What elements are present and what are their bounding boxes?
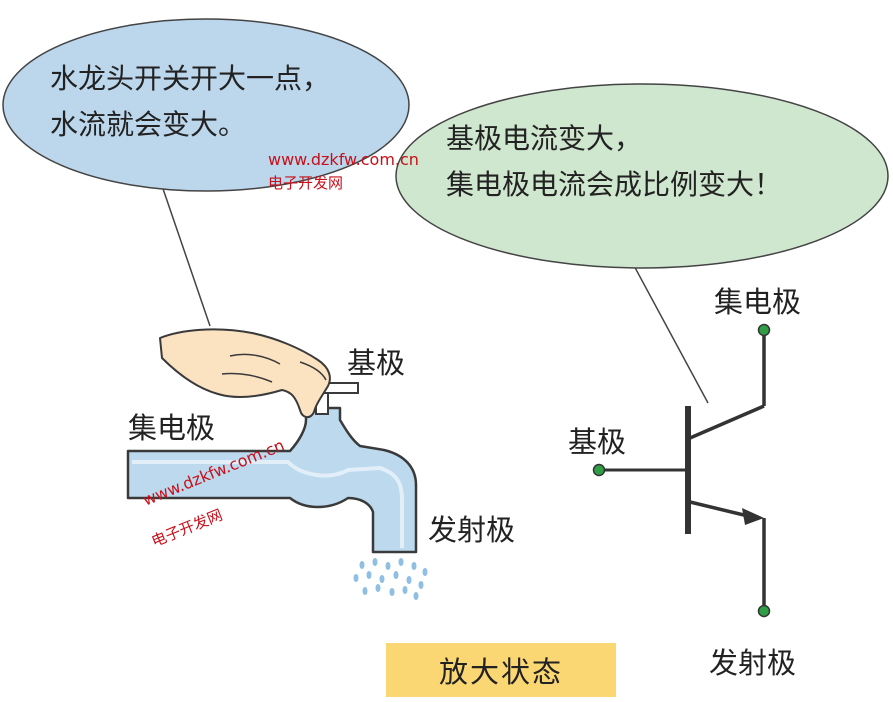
emitter-arrow-icon bbox=[742, 508, 764, 525]
left-bubble-line2: 水流就会变大。 bbox=[50, 108, 247, 141]
transistor-symbol bbox=[592, 323, 771, 618]
faucet-emitter-label: 发射极 bbox=[428, 513, 516, 547]
transistor-collector-label: 集电极 bbox=[714, 285, 802, 319]
right-bubble-line1: 基极电流变大， bbox=[446, 122, 643, 155]
transistor-emitter-label: 发射极 bbox=[709, 646, 797, 680]
status-label: 放大状态 bbox=[438, 655, 563, 689]
left-speech-bubble bbox=[2, 18, 410, 327]
left-bubble-text: 水龙头开关开大一点， 水流就会变大。 bbox=[50, 56, 330, 148]
transistor-base-label: 基极 bbox=[568, 425, 627, 459]
base-terminal-dot bbox=[592, 463, 606, 477]
faucet-base-label: 基极 bbox=[347, 346, 406, 380]
right-speech-bubble bbox=[395, 83, 889, 404]
watermark-url-top: www.dzkfw.com.cn bbox=[268, 150, 419, 169]
hand-illustration bbox=[159, 328, 331, 418]
faucet-collector-label: 集电极 bbox=[128, 411, 216, 445]
emitter-terminal-dot bbox=[757, 604, 771, 618]
collector-terminal-dot bbox=[757, 323, 771, 337]
left-bubble-line1: 水龙头开关开大一点， bbox=[50, 62, 331, 95]
status-box: 放大状态 bbox=[386, 643, 616, 697]
right-bubble-text: 基极电流变大， 集电极电流会成比例变大！ bbox=[446, 116, 782, 208]
watermark-name-top: 电子开发网 bbox=[268, 174, 344, 192]
right-bubble-line2: 集电极电流会成比例变大！ bbox=[446, 168, 783, 201]
